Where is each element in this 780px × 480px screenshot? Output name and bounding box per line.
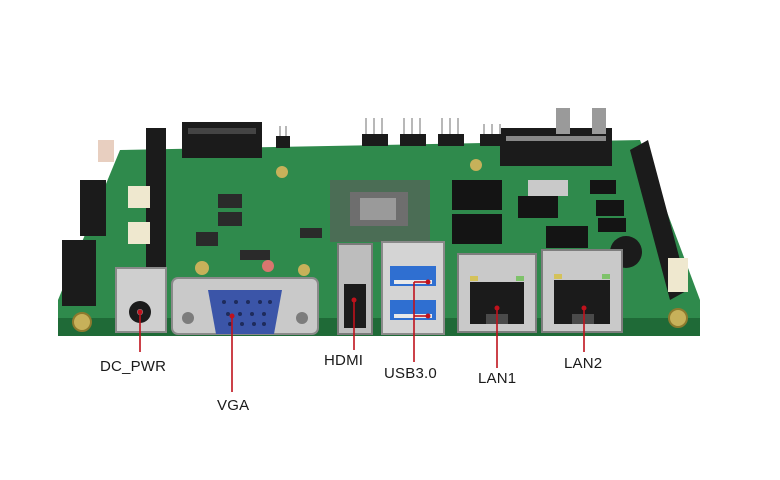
box-header-left-2 [80, 180, 106, 236]
vga-pins [222, 300, 272, 326]
mounting-hole-left [72, 312, 92, 332]
leader-lines [137, 279, 587, 392]
memory-chips [452, 180, 626, 248]
hdmi-label: HDMI [324, 352, 364, 369]
lan1-label: LAN1 [478, 370, 517, 387]
lan2-label: LAN2 [564, 355, 603, 372]
leader-dot-usb-bottom [425, 313, 431, 319]
m2-slot [182, 122, 262, 158]
vga-screw-left [182, 312, 194, 324]
vga-port [208, 290, 282, 334]
standoff-2 [592, 108, 606, 134]
vga-label: VGA [217, 397, 250, 414]
lan2-led-left [554, 274, 562, 279]
usb-label: USB3.0 [384, 365, 437, 382]
usb-tongue-top [394, 280, 432, 284]
capacitor-2 [262, 260, 274, 272]
leader-dot-vga [229, 313, 235, 319]
mounting-hole-right [668, 308, 688, 328]
usb-tongue-bottom [394, 314, 432, 318]
small-components [196, 194, 322, 260]
white-connector-right [668, 258, 688, 292]
hdmi-port [344, 284, 366, 328]
white-connector-1 [128, 186, 150, 208]
usb-housing [381, 241, 445, 335]
lan2-led-right [602, 274, 610, 279]
pin-header-pins [279, 118, 501, 136]
vga-screw-right [296, 312, 308, 324]
soc-core [360, 198, 396, 220]
mini-pcie-slot [500, 128, 612, 166]
capacitor-1 [195, 261, 209, 275]
side-header-left [146, 128, 166, 268]
standoff-1 [556, 108, 570, 134]
leader-dot-lan2 [581, 305, 587, 311]
leader-dot-usb-top [425, 279, 431, 285]
lan2-latch [572, 314, 594, 324]
mounting-hole-top-1 [276, 166, 288, 178]
m2-slot-pins [188, 128, 256, 134]
mounting-hole-top-2 [470, 159, 482, 171]
mini-pcie-pins [506, 136, 606, 141]
capacitor-3 [298, 264, 310, 276]
box-header-left [62, 240, 96, 306]
dc-pwr-label: DC_PWR [100, 358, 167, 375]
sim-slot [528, 180, 568, 196]
lan1-led-right [516, 276, 524, 281]
white-connector-3 [98, 140, 114, 162]
leader-dot-hdmi [351, 297, 357, 303]
pin-headers-top [276, 134, 502, 148]
leader-dot-dc-pwr [137, 309, 143, 315]
lan1-led-left [470, 276, 478, 281]
white-connector-2 [128, 222, 150, 244]
leader-dot-lan1 [494, 305, 500, 311]
